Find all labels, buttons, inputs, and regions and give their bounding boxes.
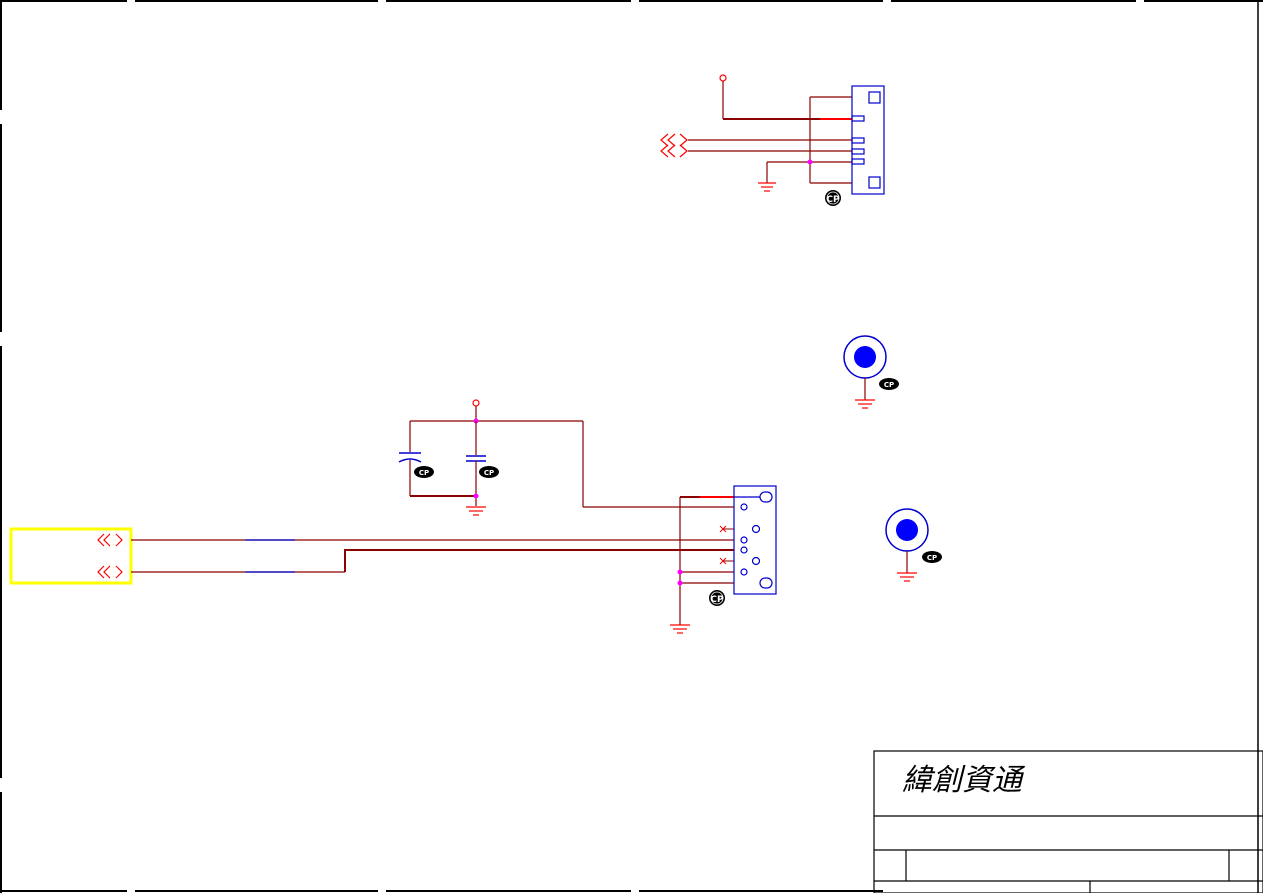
cp-stamp-icon: CP bbox=[414, 466, 434, 478]
upper-connector-circuit: CP bbox=[660, 74, 885, 206]
svg-text:CP: CP bbox=[884, 381, 894, 389]
ground-symbol-icon bbox=[670, 624, 690, 634]
power-port-circle-icon[interactable] bbox=[719, 74, 727, 82]
capacitor-icon[interactable] bbox=[398, 452, 422, 463]
cp-stamp-icon: CP bbox=[479, 466, 499, 478]
connector-header-icon[interactable] bbox=[733, 485, 777, 595]
double-chevron-icon[interactable] bbox=[97, 533, 123, 547]
selection-highlight bbox=[9, 527, 133, 585]
ground-symbol-icon bbox=[897, 572, 917, 582]
ground-symbol-icon bbox=[466, 506, 486, 516]
junction-dot bbox=[677, 580, 683, 586]
svg-text:CP: CP bbox=[826, 195, 840, 205]
double-chevron-icon[interactable] bbox=[97, 565, 123, 579]
junction-dot bbox=[677, 569, 683, 575]
title-block bbox=[873, 750, 1263, 893]
ground-symbol-icon bbox=[758, 182, 776, 192]
junction-dot bbox=[807, 159, 813, 165]
mounting-hole-1: CP bbox=[843, 335, 899, 409]
no-connect-marks bbox=[719, 525, 734, 565]
double-chevron-icon[interactable] bbox=[660, 133, 688, 147]
selected-offpage-connectors[interactable] bbox=[9, 527, 133, 585]
long-signal-wires bbox=[131, 539, 734, 573]
cp-stamp-icon: CP bbox=[825, 190, 841, 206]
cp-stamp-icon: CP bbox=[922, 551, 942, 563]
power-port-circle-icon[interactable] bbox=[472, 399, 480, 407]
junction-dot bbox=[473, 493, 479, 499]
mounting-hole-2: CP bbox=[885, 508, 942, 582]
svg-text:CP: CP bbox=[419, 469, 429, 477]
double-chevron-icon[interactable] bbox=[660, 144, 688, 158]
company-name: 緯創資通 bbox=[902, 763, 1026, 798]
svg-text:CP: CP bbox=[484, 469, 494, 477]
cp-stamp-icon: CP bbox=[879, 378, 899, 390]
decoupling-network: CP CP bbox=[398, 399, 734, 516]
lower-connector-circuit: CP bbox=[670, 485, 777, 634]
connector-header-icon[interactable] bbox=[851, 85, 885, 195]
capacitor-icon[interactable] bbox=[466, 455, 486, 462]
cp-stamp-icon: CP bbox=[709, 590, 725, 606]
svg-text:CP: CP bbox=[927, 554, 937, 562]
ground-symbol-icon bbox=[855, 399, 875, 409]
svg-text:CP: CP bbox=[710, 595, 724, 605]
